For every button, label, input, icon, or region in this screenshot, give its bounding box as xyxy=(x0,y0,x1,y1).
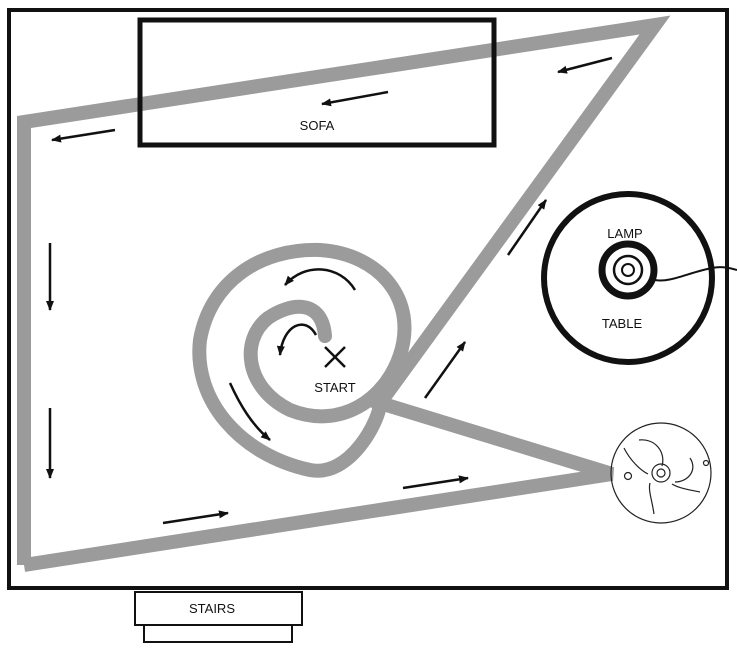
cleaning-path-perimeter xyxy=(17,15,671,572)
direction-arrows xyxy=(46,56,613,525)
x-mark-icon xyxy=(324,346,346,368)
lamp-icon xyxy=(598,240,737,300)
arrow-icon xyxy=(162,510,229,525)
table-label: TABLE xyxy=(602,316,643,331)
arrow-icon xyxy=(423,341,467,399)
arrow-icon xyxy=(321,90,389,107)
lamp-label: LAMP xyxy=(607,226,642,241)
table xyxy=(541,191,715,365)
arrow-icon xyxy=(402,475,469,490)
robot-vacuum-icon xyxy=(610,422,712,524)
room-wall xyxy=(7,8,729,590)
stairs xyxy=(134,591,303,643)
sofa-label: SOFA xyxy=(300,118,335,133)
stairs-label: STAIRS xyxy=(189,601,235,616)
arrow-icon xyxy=(51,128,116,143)
sofa xyxy=(137,17,497,148)
arrow-icon xyxy=(506,199,548,256)
arrow-icon xyxy=(557,56,613,74)
cleaning-path-spiral xyxy=(192,242,412,478)
arrow-icon xyxy=(284,268,357,291)
arrow-icon xyxy=(228,382,271,441)
arrow-icon xyxy=(276,323,318,356)
start-label: START xyxy=(314,380,355,395)
